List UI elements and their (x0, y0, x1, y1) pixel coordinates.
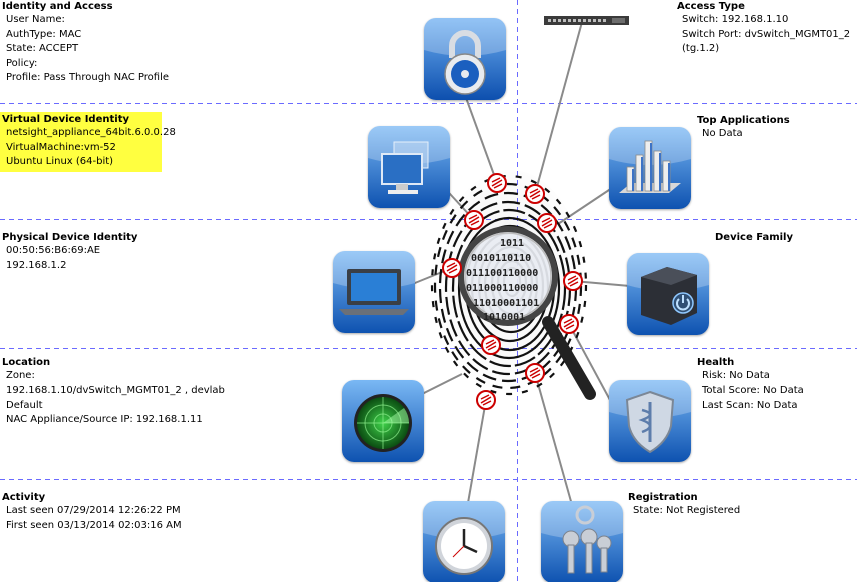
family-title: Device Family (715, 232, 794, 243)
access-tg: (tg.1.2) (682, 43, 720, 54)
node (563, 271, 583, 291)
network-switch-icon[interactable] (544, 16, 629, 25)
apps-title: Top Applications (697, 115, 790, 126)
node (442, 258, 462, 278)
virtual-title: Virtual Device Identity (2, 114, 129, 125)
node (487, 173, 507, 193)
lock-icon[interactable] (424, 18, 506, 100)
location-nac-ip: NAC Appliance/Source IP: 192.168.1.11 (6, 414, 203, 425)
magnifier-icon: 1011 0010110110 011100110000 01100011000… (458, 226, 596, 400)
health-last-scan: Last Scan: No Data (702, 399, 798, 411)
clock-icon[interactable] (423, 501, 505, 582)
node (537, 213, 557, 233)
virtual-vm: VirtualMachine:vm-52 (6, 141, 116, 153)
binary-line-3: 011100110000 (466, 268, 538, 279)
identity-policy: Policy: (6, 57, 38, 69)
radar-icon[interactable] (342, 380, 424, 462)
binary-line-5: 11010001101 (473, 298, 539, 309)
location-title: Location (2, 357, 51, 368)
connector-nodes (442, 173, 583, 410)
identity-user-name: User Name: (6, 14, 65, 25)
binary-line-2: 0010110110 (471, 253, 531, 264)
node (464, 210, 484, 230)
keys-icon[interactable] (541, 501, 623, 582)
bar-chart-icon[interactable] (609, 127, 691, 209)
health-risk: Risk: No Data (702, 370, 770, 381)
monitor-icon[interactable] (368, 126, 450, 208)
location-switch: 192.168.1.10/dvSwitch_MGMT01_2 , devlab (6, 385, 225, 396)
laptop-icon[interactable] (333, 251, 415, 333)
node (525, 184, 545, 204)
health-shield-icon[interactable] (609, 380, 691, 462)
activity-title: Activity (2, 492, 46, 503)
access-switch: Switch: 192.168.1.10 (682, 14, 789, 25)
location-default: Default (6, 399, 43, 411)
virtual-os: Ubuntu Linux (64-bit) (6, 156, 114, 167)
node (559, 314, 579, 334)
activity-first-seen: First seen 03/13/2014 02:03:16 AM (6, 520, 182, 531)
node (481, 335, 501, 355)
registration-state: State: Not Registered (633, 505, 741, 516)
identity-auth-type: AuthType: MAC (6, 28, 82, 40)
apps-value: No Data (702, 128, 743, 139)
node (525, 363, 545, 383)
identity-profile: Profile: Pass Through NAC Profile (6, 72, 170, 83)
health-total-score: Total Score: No Data (702, 385, 804, 396)
identity-state: State: ACCEPT (6, 43, 79, 54)
registration-title: Registration (628, 492, 698, 503)
access-switch-port: Switch Port: dvSwitch_MGMT01_2 (682, 28, 851, 40)
binary-line-1: 1011 (500, 238, 524, 249)
physical-title: Physical Device Identity (2, 232, 138, 243)
physical-ip: 192.168.1.2 (6, 260, 67, 271)
health-title: Health (697, 357, 735, 368)
virtual-appliance: netsight_appliance_64bit.6.0.0.28 (6, 127, 176, 138)
binary-line-4: 011000110000 (466, 283, 538, 294)
node (476, 390, 496, 410)
physical-mac: 00:50:56:B6:69:AE (6, 245, 101, 256)
virtual-identity-highlight (0, 112, 162, 172)
power-box-icon[interactable] (627, 253, 709, 335)
access-title: Access Type (677, 1, 745, 12)
identity-title: Identity and Access (2, 1, 113, 12)
binary-line-6: 1010001 (483, 312, 525, 323)
activity-last-seen: Last seen 07/29/2014 12:26:22 PM (6, 505, 181, 516)
location-zone: Zone: (6, 370, 35, 381)
